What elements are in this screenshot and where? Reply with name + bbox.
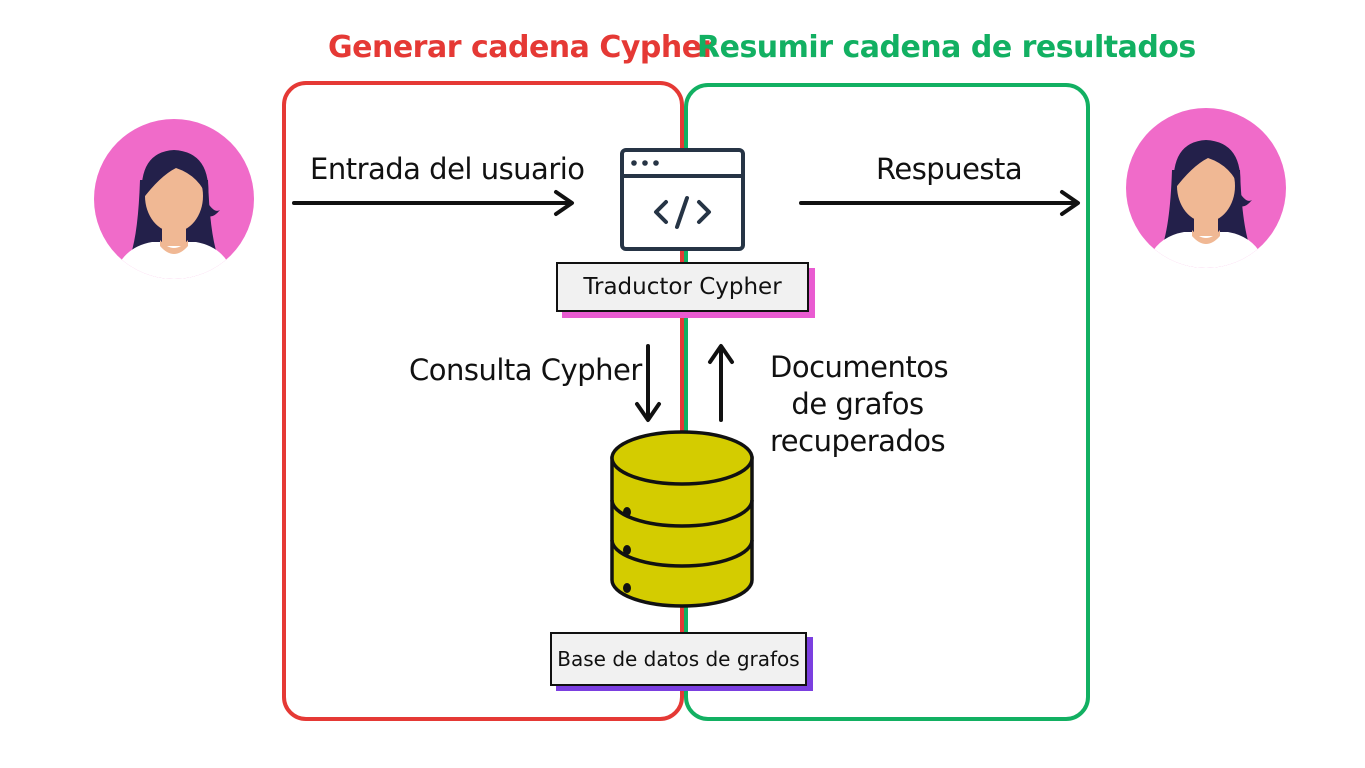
generate-section-box [282,81,684,721]
generate-section-title: Generar cadena Cypher [328,30,716,65]
graph-database-tag: Base de datos de grafos [550,632,807,686]
summarize-section-box [684,83,1090,721]
retrieved-docs-label: Documentos de grafos recuperados [770,350,949,458]
query-down-arrow [635,344,661,422]
response-arrow [799,190,1080,216]
user-input-arrow [292,190,574,216]
summarize-section-title: Resumir cadena de resultados [697,30,1196,65]
user-input-label: Entrada del usuario [310,152,585,186]
recipient-avatar-icon [1126,108,1286,268]
user-avatar-icon [94,119,254,279]
cypher-translator-tag: Traductor Cypher [556,262,809,312]
response-label: Respuesta [876,152,1023,186]
cypher-query-label: Consulta Cypher [409,353,642,387]
code-window-icon [620,148,745,251]
docs-up-arrow [708,344,734,422]
database-icon [610,430,754,608]
